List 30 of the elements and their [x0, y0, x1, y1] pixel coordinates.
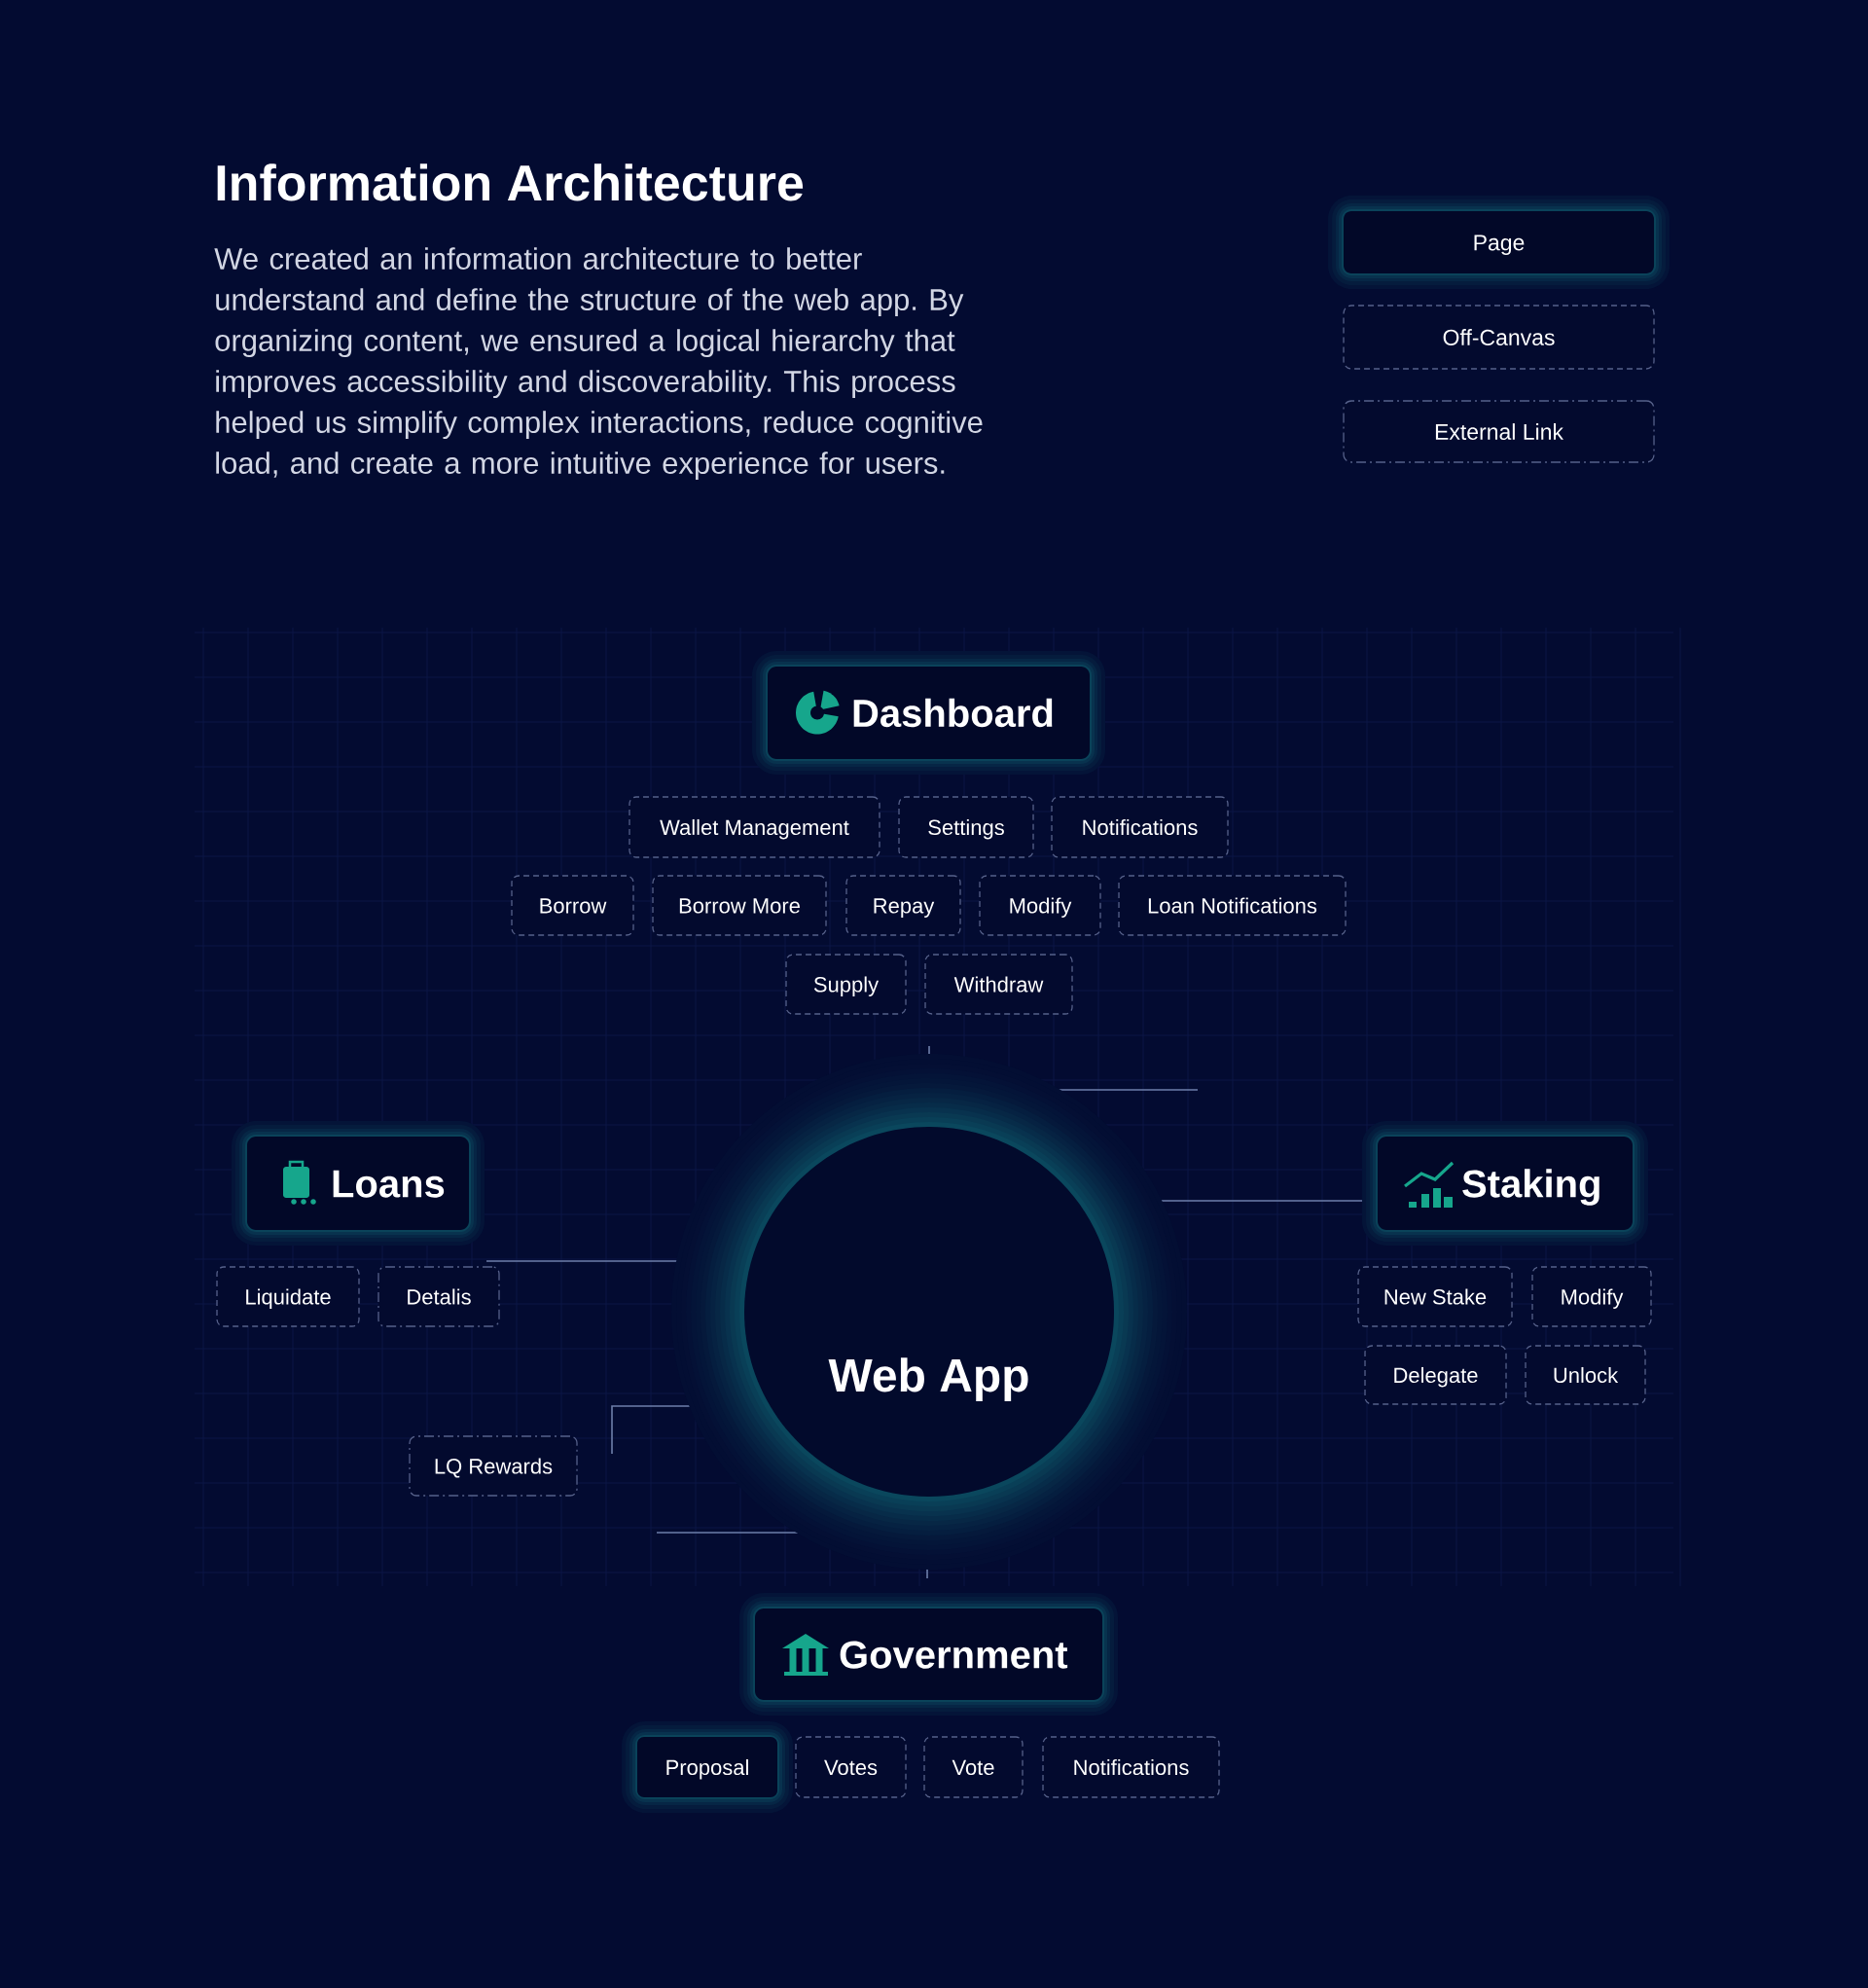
- item-box: Notifications: [1042, 1736, 1220, 1798]
- item-box: Unlock: [1525, 1345, 1646, 1405]
- item-box: New Stake: [1357, 1266, 1513, 1327]
- paragraph: We created an information architecture to better understand and define the structure of the web app. By organizing content, we ensured a logical hierarchy that improves accessibility and discoverability. This process helped us simplify complex interactions, reduce cognitive load, and create a more intuitive experience for users.: [214, 247, 983, 481]
- item-box: Repay: [845, 875, 961, 936]
- item-box: Detalis: [377, 1266, 500, 1327]
- item-box: Votes: [795, 1736, 907, 1798]
- item-box: Settings: [898, 796, 1034, 858]
- section-box: Government: [755, 1608, 1102, 1700]
- section-box: Loans: [247, 1137, 469, 1230]
- item-box: Modify: [979, 875, 1101, 936]
- item-box: Liquidate: [216, 1266, 360, 1327]
- section-box: Dashboard: [768, 667, 1090, 759]
- section-box: Staking: [1378, 1137, 1633, 1230]
- item-box: Borrow More: [652, 875, 827, 936]
- item-box: Wallet Management: [629, 796, 880, 858]
- item-box: Delegate: [1364, 1345, 1507, 1405]
- item-box: LQ Rewards: [409, 1435, 578, 1497]
- item-box: Supply: [785, 954, 907, 1015]
- legend-key: External Link: [1343, 400, 1655, 463]
- item-box: Modify: [1531, 1266, 1652, 1327]
- item-box: Borrow: [511, 875, 634, 936]
- legend-key: Off-Canvas: [1343, 305, 1655, 370]
- legend-key: Page: [1344, 211, 1654, 273]
- title: Information Architecture: [217, 163, 804, 201]
- item-box: Vote: [923, 1736, 1024, 1798]
- item-box: Withdraw: [924, 954, 1073, 1015]
- item-box: Loan Notifications: [1118, 875, 1347, 936]
- item-box: Notifications: [1051, 796, 1229, 858]
- item-box: Proposal: [637, 1737, 777, 1797]
